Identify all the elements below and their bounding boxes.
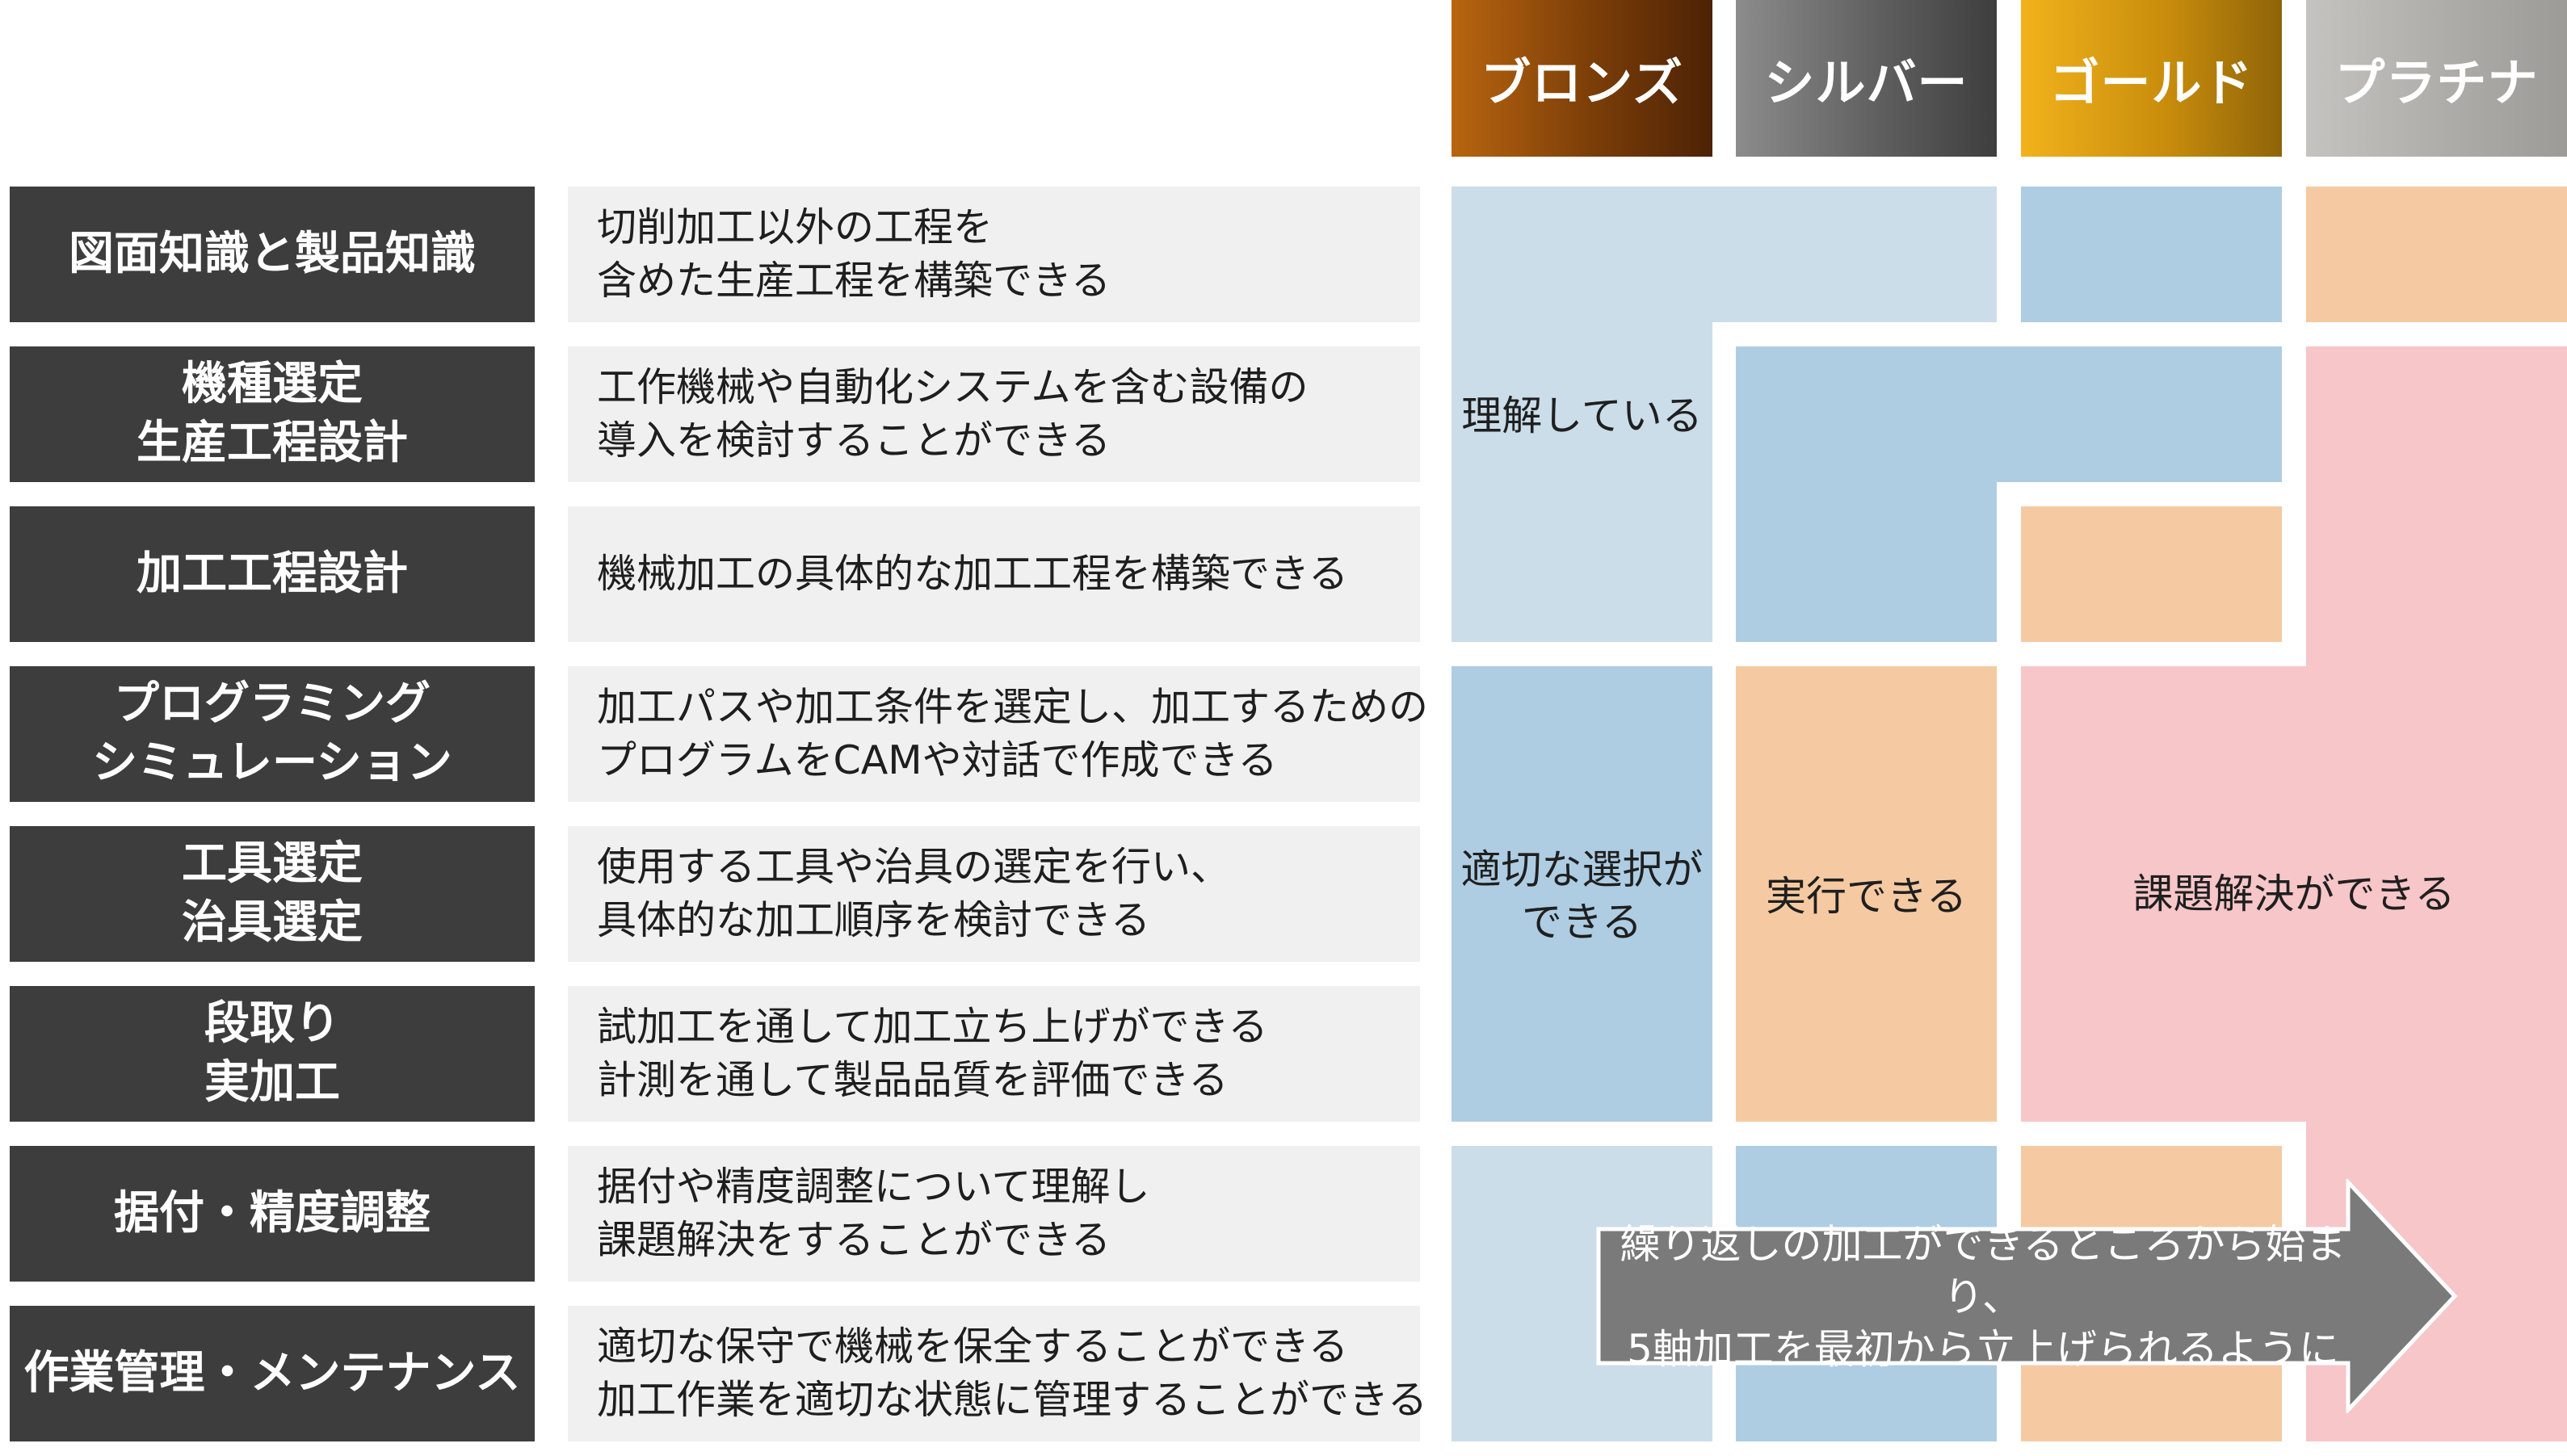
desc-line: 使用する工具や治具の選定を行い、: [597, 843, 1231, 890]
level-block-understand: [1452, 322, 1712, 642]
skill-line: 生産工程設計: [137, 417, 408, 469]
skill-line: 工具選定: [182, 837, 363, 891]
desc-line: 適切な保守で機械を保全することができる: [597, 1323, 1349, 1370]
level-label-execute: 実行できる: [1766, 872, 1967, 920]
skill-label-machine-selection: 機種選定 生産工程設計: [10, 346, 535, 482]
tier-bronze-header: ブロンズ: [1452, 0, 1712, 157]
desc-installation-adjustment: 据付や精度調整について理解し 課題解決をすることができる: [568, 1146, 1420, 1282]
skill-label-programming: プログラミング シミュレーション: [10, 666, 535, 802]
skill-line: 実加工: [204, 1056, 340, 1109]
skill-label-installation-adjustment: 据付・精度調整: [10, 1146, 535, 1282]
desc-line: 導入を検討することができる: [597, 417, 1111, 464]
skill-line: 治具選定: [182, 896, 363, 949]
level-label-solve: 課題解決ができる: [2132, 870, 2456, 917]
desc-line: 工作機械や自動化システムを含む設備の: [597, 363, 1309, 410]
skill-line: 段取り: [204, 997, 340, 1051]
tier-gold-header: ゴールド: [2021, 0, 2282, 157]
skill-line: 作業管理・メンテナンス: [23, 1346, 521, 1399]
skill-line: 加工工程設計: [137, 547, 408, 600]
desc-drawing-product-knowledge: 切削加工以外の工程を 含めた生産工程を構築できる: [568, 187, 1420, 322]
desc-machine-selection: 工作機械や自動化システムを含む設備の 導入を検討することができる: [568, 346, 1420, 482]
progress-arrow: [1596, 1179, 2458, 1413]
desc-tool-jig-selection: 使用する工具や治具の選定を行い、 具体的な加工順序を検討できる: [568, 826, 1420, 962]
level-block-execute: [2021, 506, 2282, 642]
skill-label-process-design: 加工工程設計: [10, 506, 535, 642]
desc-line: プログラムをCAMや対話で作成できる: [597, 737, 1278, 783]
arrow-caption-line: 繰り返しの加工ができるところから始まり、: [1620, 1220, 2346, 1320]
tier-platinum-header: プラチナ: [2306, 0, 2567, 157]
desc-line: 据付や精度調整について理解し: [597, 1163, 1150, 1210]
level-block-solve: [2306, 346, 2567, 666]
desc-line: 機械加工の具体的な加工工程を構築できる: [597, 550, 1349, 597]
level-block-execute: [1736, 666, 1997, 1122]
level-block-execute: [2306, 187, 2567, 322]
desc-process-design: 機械加工の具体的な加工工程を構築できる: [568, 506, 1420, 642]
desc-programming: 加工パスや加工条件を選定し、加工するための プログラムをCAMや対話で作成できる: [568, 666, 1429, 802]
skill-label-work-management: 作業管理・メンテナンス: [10, 1306, 535, 1441]
level-block-select: [1452, 666, 1712, 1122]
skill-line: シミュレーション: [92, 736, 452, 789]
skill-label-setup-machining: 段取り 実加工: [10, 986, 535, 1122]
arrow-caption: 繰り返しの加工ができるところから始まり、 5軸加工を最初から立上げられるように: [1607, 1221, 2359, 1373]
desc-setup-machining: 試加工を通して加工立ち上げができる 計測を通して製品品質を評価できる: [568, 986, 1420, 1122]
desc-line: 切削加工以外の工程を: [597, 204, 994, 250]
tier-silver-header: シルバー: [1736, 0, 1997, 157]
desc-line: 試加工を通して加工立ち上げができる: [597, 1003, 1268, 1050]
level-label-line: 適切な選択が: [1460, 846, 1704, 893]
level-block-solve: [2021, 666, 2567, 1122]
desc-line: 計測を通して製品品質を評価できる: [597, 1057, 1229, 1103]
desc-line: 含めた生産工程を構築できる: [597, 258, 1111, 304]
skill-line: プログラミング: [114, 678, 431, 731]
desc-line: 加工作業を適切な状態に管理することができる: [597, 1377, 1428, 1423]
desc-work-management: 適切な保守で機械を保全することができる 加工作業を適切な状態に管理することができ…: [568, 1306, 1428, 1441]
level-label-select: 適切な選択が できる: [1452, 840, 1712, 953]
level-block-understand: [1452, 187, 1997, 322]
skill-label-drawing-product-knowledge: 図面知識と製品知識: [10, 187, 535, 322]
level-label-line: できる: [1522, 899, 1642, 946]
level-block-select: [1736, 482, 1997, 642]
skill-label-tool-jig-selection: 工具選定 治具選定: [10, 826, 535, 962]
skill-line: 据付・精度調整: [114, 1186, 431, 1240]
desc-line: 具体的な加工順序を検討できる: [597, 897, 1151, 943]
level-label-understand: 理解している: [1461, 392, 1703, 439]
desc-line: 課題解決をすることができる: [597, 1217, 1111, 1263]
progress-arrow-shape: [1596, 1179, 2458, 1413]
level-block-select: [2021, 187, 2282, 322]
arrow-caption-line: 5軸加工を最初から立上げられるように: [1627, 1325, 2339, 1373]
skill-line: 機種選定: [182, 358, 363, 411]
level-block-select: [1736, 346, 2282, 482]
desc-line: 加工パスや加工条件を選定し、加工するための: [597, 683, 1429, 730]
skill-line: 図面知識と製品知識: [69, 227, 476, 280]
